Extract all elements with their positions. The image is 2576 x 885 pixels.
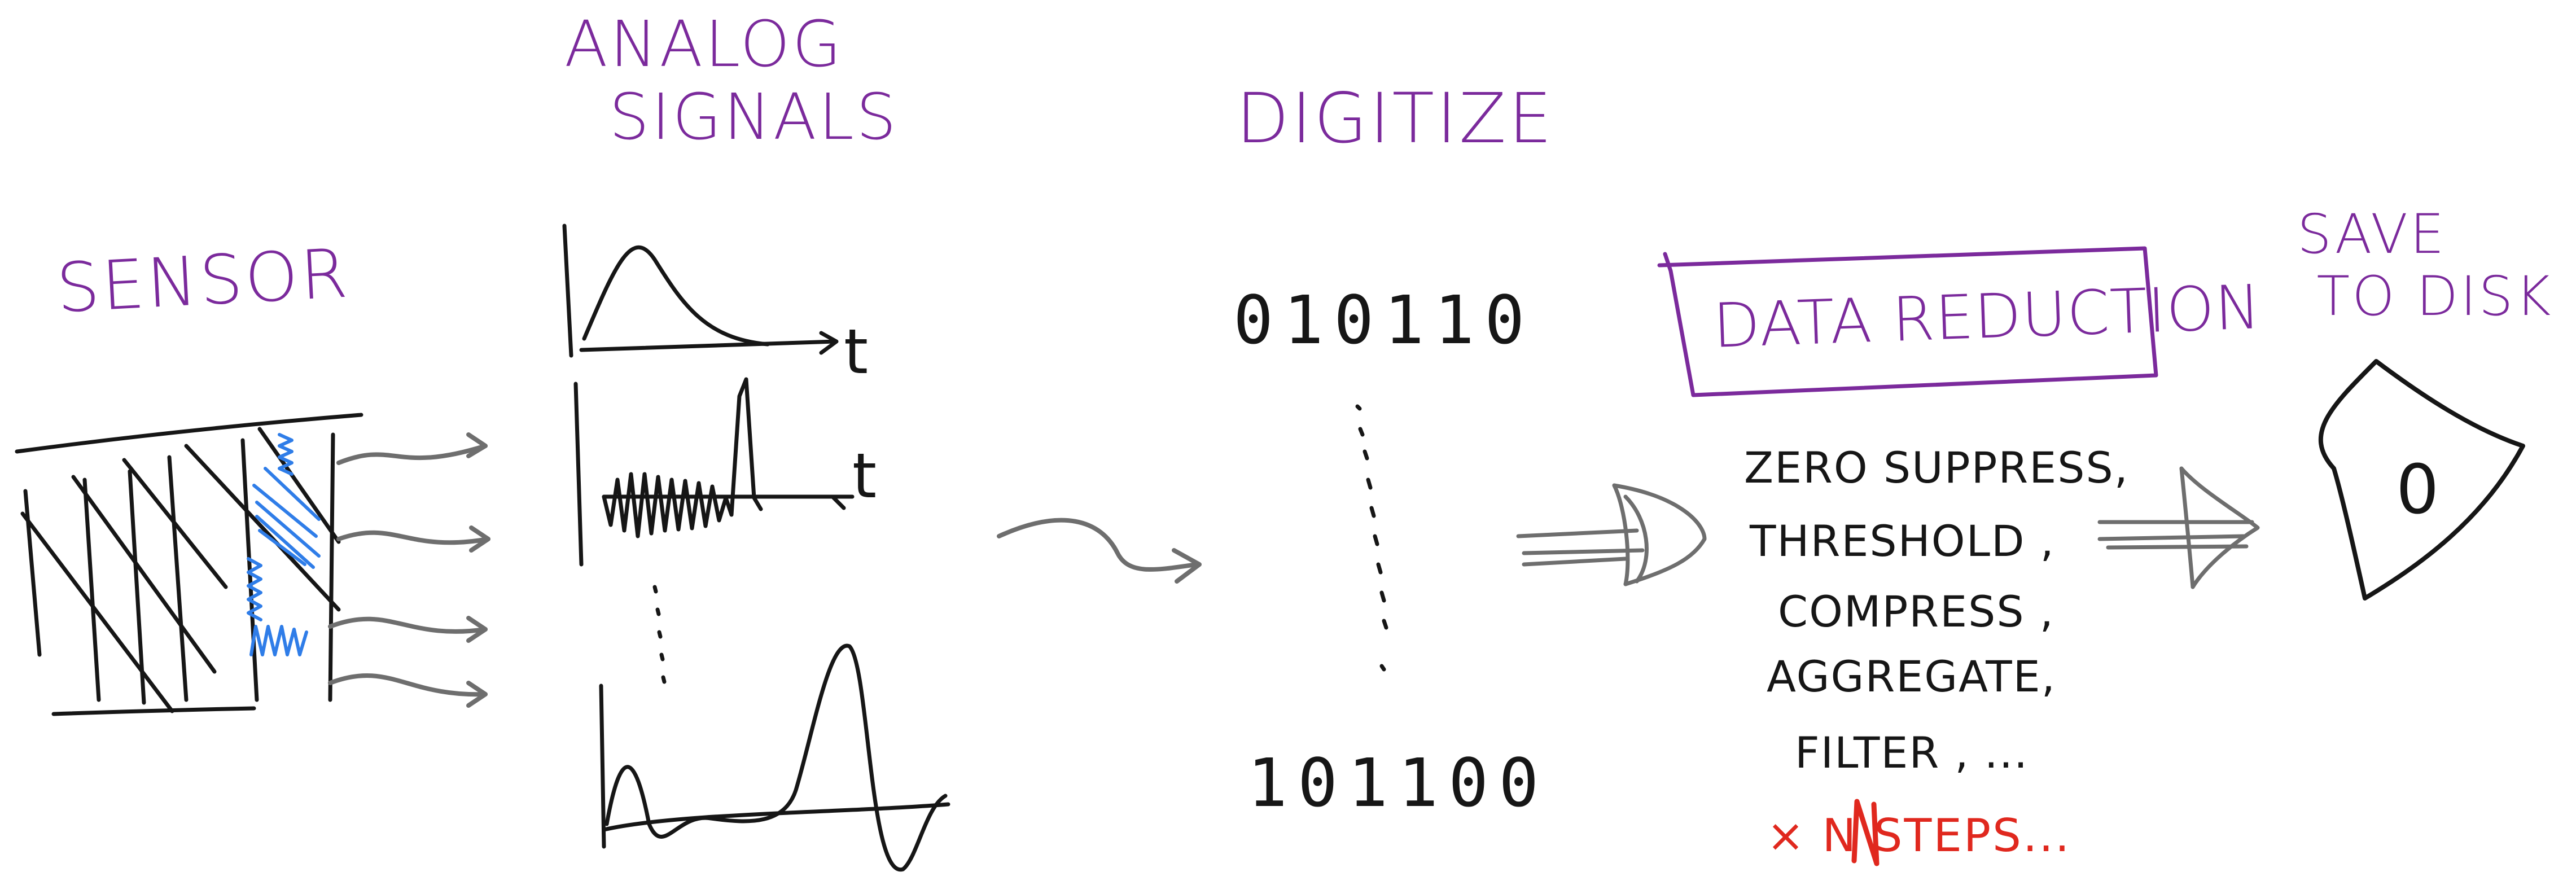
reduction-step-5: FILTER , ... xyxy=(1795,728,2029,778)
to-disk-arrow xyxy=(2097,466,2260,589)
time-axis-label-mid: t xyxy=(852,440,878,512)
reduction-step-1: ZERO SUPPRESS, xyxy=(1744,442,2129,493)
sensor-output-arrows xyxy=(328,432,490,708)
data-reduction-box xyxy=(1657,246,2158,397)
signal-plot-1 xyxy=(562,224,839,358)
digitize-label: DIGITIZE xyxy=(1236,78,1554,159)
save-to-disk-label: SAVE TO DISK xyxy=(2297,203,2553,328)
sensor-block xyxy=(15,413,363,716)
reduction-step-4: AGGREGATE, xyxy=(1767,651,2056,702)
into-reduction-arrow xyxy=(1516,483,1707,586)
disk-shape xyxy=(2318,359,2525,601)
bitstream-top: 010110 xyxy=(1233,281,1535,359)
analog-signals-label: ANALOG SIGNALS xyxy=(564,8,899,154)
reduction-step-3: COMPRESS , xyxy=(1778,586,2054,637)
vertical-ellipsis-dots xyxy=(652,585,667,684)
sensor-hit-hatching xyxy=(247,433,321,656)
reduction-step-2: THRESHOLD , xyxy=(1750,516,2055,566)
signal-plot-3 xyxy=(599,643,950,871)
disk-digit: 0 xyxy=(2396,451,2441,529)
signal-plot-2 xyxy=(573,377,855,567)
n-steps-label: × N STEPS... xyxy=(1767,809,2071,862)
red-n-mark xyxy=(1851,799,1880,866)
to-digitize-arrow xyxy=(997,518,1202,584)
sensor-label: SENSOR xyxy=(54,234,352,328)
time-axis-label-top: t xyxy=(844,316,870,388)
bitstream-bottom: 101100 xyxy=(1247,744,1549,822)
bitstream-ellipsis-dots xyxy=(1355,404,1388,672)
